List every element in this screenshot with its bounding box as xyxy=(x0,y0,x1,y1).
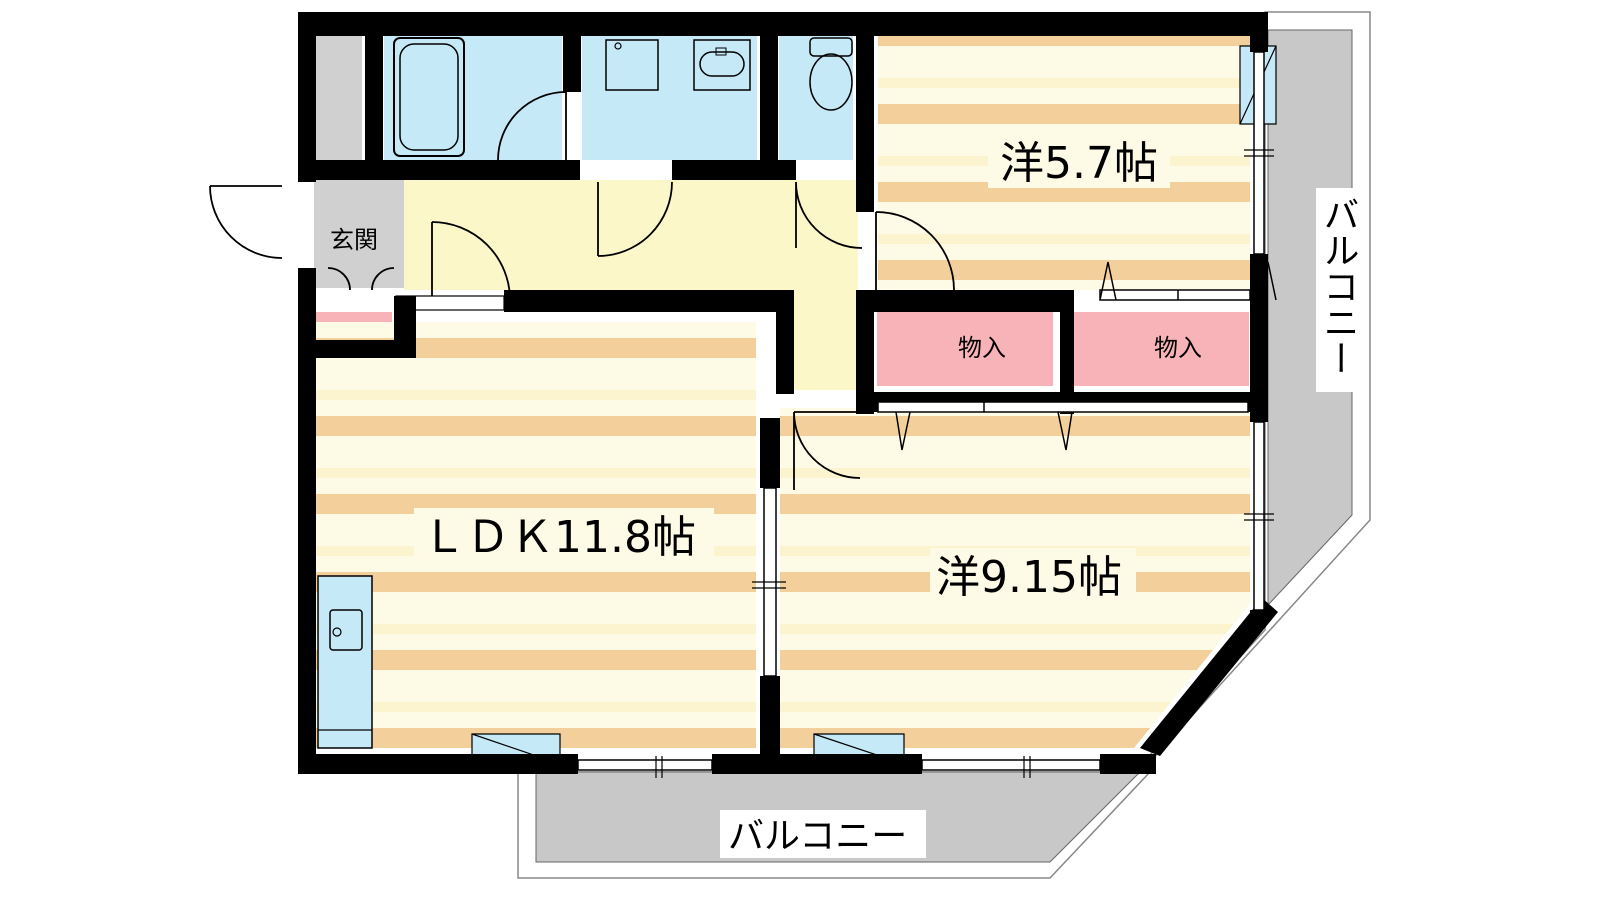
washing-machine-icon xyxy=(605,39,659,91)
storage-doors xyxy=(877,289,1251,413)
storage-right-label: 物入 xyxy=(1154,334,1202,362)
toilet-floor xyxy=(779,36,853,160)
storage-left-floor xyxy=(877,312,1053,386)
ldk-label: ＬＤＫ11.8帖 xyxy=(422,512,696,563)
walls xyxy=(298,12,1278,774)
balcony-bottom-label: バルコニー xyxy=(728,816,907,857)
storage-right-floor xyxy=(1073,312,1249,386)
bathtub-icon xyxy=(393,37,465,157)
entrance-label: 玄関 xyxy=(330,226,378,254)
western-small-label: 洋5.7帖 xyxy=(1000,138,1158,189)
washroom-floor xyxy=(582,36,757,160)
storage-left-label: 物入 xyxy=(958,334,1006,362)
hall-floor xyxy=(404,180,858,390)
toilet-icon xyxy=(809,37,853,57)
door-swings xyxy=(209,91,955,490)
bathroom-floor xyxy=(384,36,562,160)
western-large-label: 洋9.15帖 xyxy=(936,552,1122,603)
balcony-side-label: バルコニー xyxy=(1318,196,1359,376)
kitchen-counter xyxy=(317,575,373,749)
closet-grey xyxy=(314,36,362,160)
sink-icon xyxy=(693,39,751,91)
entrance-floor xyxy=(314,180,404,288)
